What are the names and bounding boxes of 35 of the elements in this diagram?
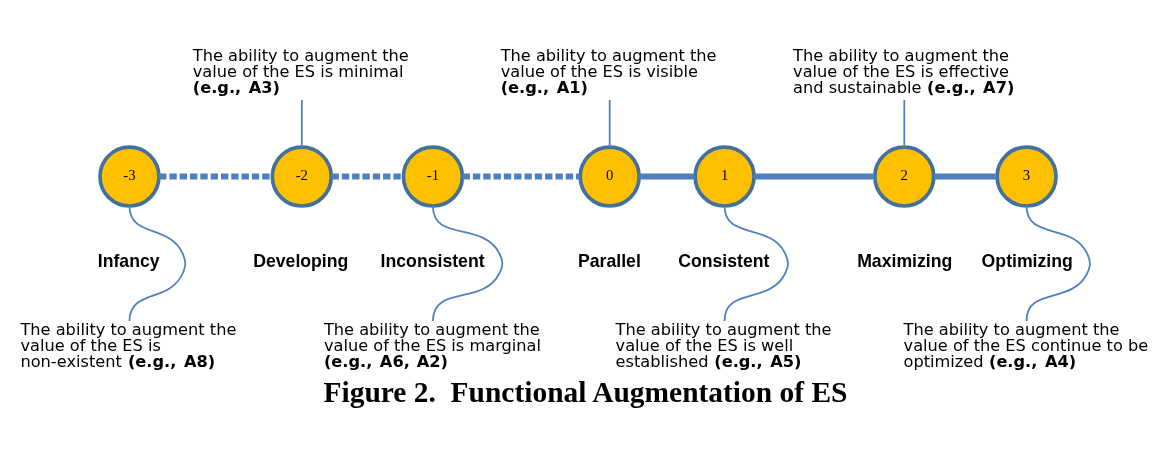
node-circle: 3 xyxy=(995,145,1058,208)
connector xyxy=(1025,205,1091,322)
node-label: Inconsistent xyxy=(380,250,485,271)
node-text: The ability to augment the value of the ES is well established (e.g., A5) xyxy=(615,319,832,371)
node-label: Consistent xyxy=(678,250,770,271)
node-label: Maximizing xyxy=(857,250,953,271)
node-label: Infancy xyxy=(97,250,160,271)
connector xyxy=(933,173,997,180)
connector xyxy=(331,173,404,180)
connector xyxy=(723,205,789,322)
node-label: Developing xyxy=(253,250,349,271)
node-circle: -3 xyxy=(98,145,161,208)
connector xyxy=(159,173,273,180)
node-text: The ability to augment the value of the ES is minimal (e.g., A3) xyxy=(192,45,409,97)
connector xyxy=(754,173,875,180)
node-circle: 0 xyxy=(578,145,641,208)
node-text: The ability to augment the value of the ES is visible (e.g., A1) xyxy=(500,45,717,97)
node-text: The ability to augment the value of the ES is marginal (e.g., A6, A2) xyxy=(323,319,541,371)
connector xyxy=(300,99,303,148)
caption: Figure 2. Functional Augmentation of ES xyxy=(323,375,848,408)
node-text: The ability to augment the value of the ES is non-existent (e.g., A8) xyxy=(20,319,237,371)
node-label: Parallel xyxy=(578,250,641,271)
node-circle: -2 xyxy=(270,145,334,208)
node-circle: 1 xyxy=(693,145,756,208)
connector xyxy=(903,99,906,148)
connector xyxy=(608,99,611,148)
node-text: The ability to augment the value of the ES is effective and sustainable (e.g., A7) xyxy=(793,45,1015,97)
node-circle: -1 xyxy=(401,145,465,208)
connector xyxy=(639,173,695,180)
connector xyxy=(128,205,187,322)
connector xyxy=(462,173,580,180)
node-circle: 2 xyxy=(873,145,936,208)
node-text: The ability to augment the value of the ES continue to be optimized (e.g., A4) xyxy=(903,319,1149,371)
connector xyxy=(432,205,504,322)
node-label: Optimizing xyxy=(981,250,1073,271)
